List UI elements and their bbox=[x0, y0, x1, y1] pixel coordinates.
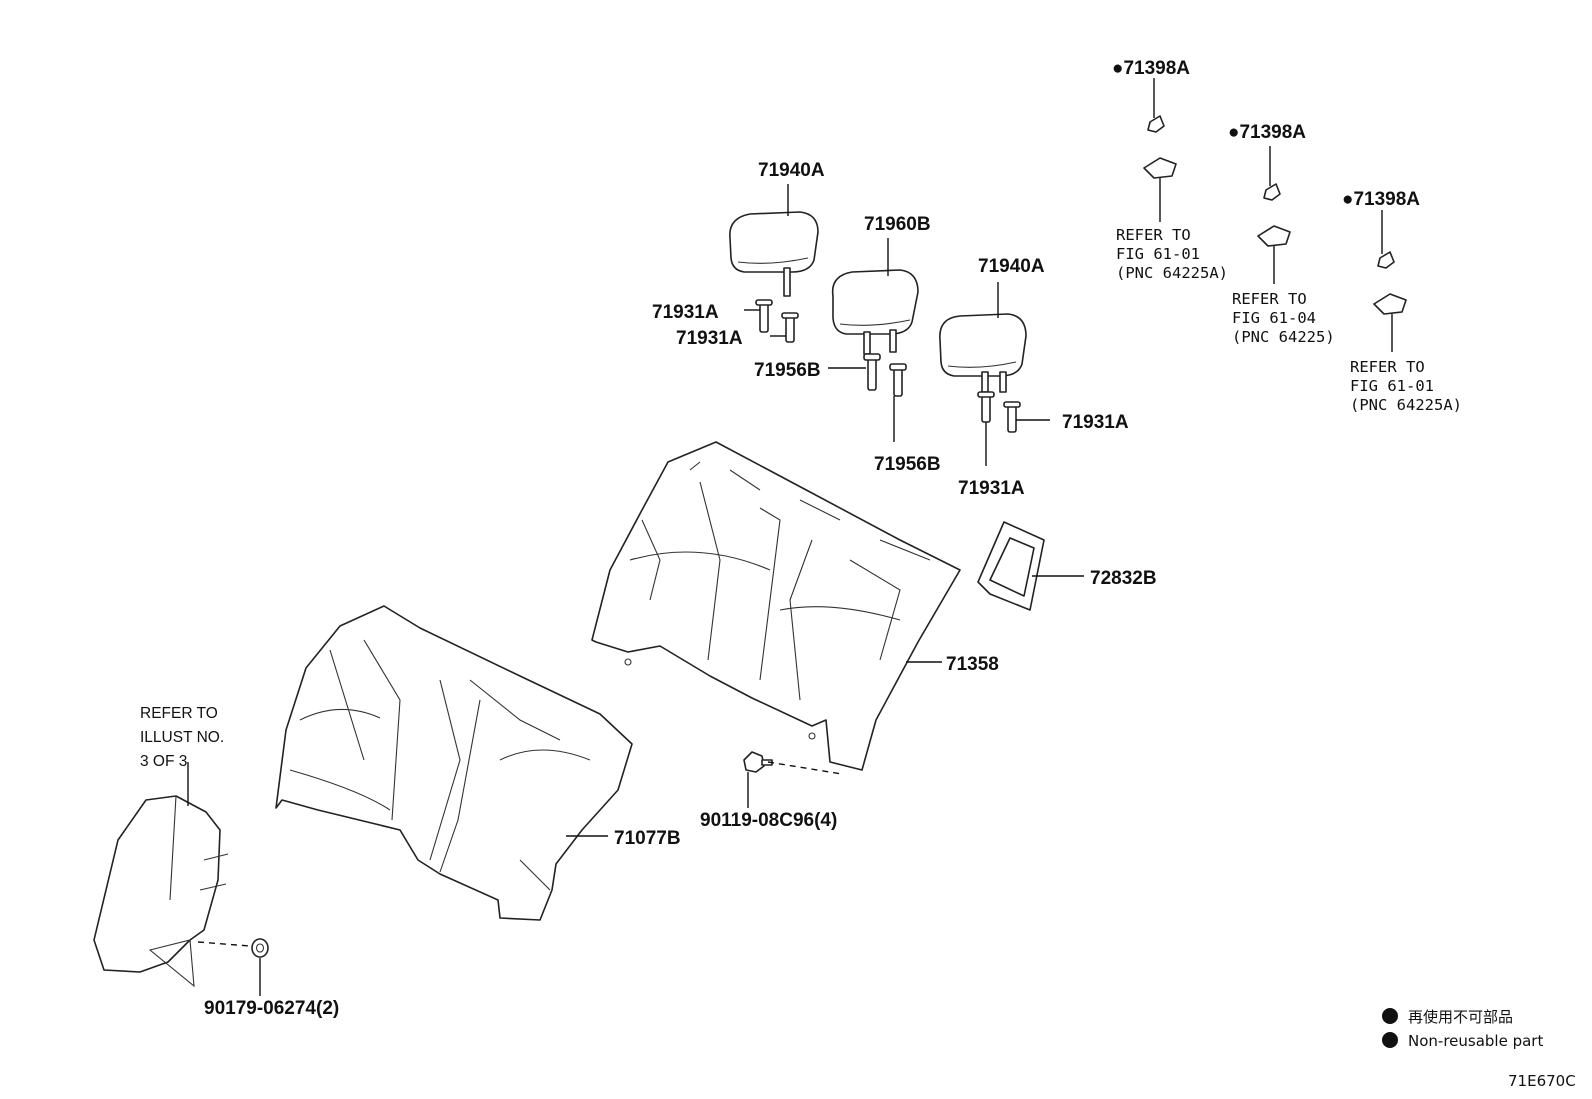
svg-text:REFER TO: REFER TO bbox=[1116, 226, 1191, 244]
support-71956b-1[interactable] bbox=[863, 353, 881, 391]
guide-71931a-1[interactable] bbox=[755, 299, 773, 333]
bolt-90119[interactable] bbox=[743, 751, 773, 773]
label-71956b-1[interactable]: 71956B bbox=[754, 360, 821, 381]
label-71931a-3[interactable]: 71931A bbox=[1062, 412, 1129, 433]
headrest-right[interactable] bbox=[939, 313, 1027, 393]
clip-71398a-3[interactable] bbox=[1373, 251, 1407, 315]
refer-note-a: REFER TO FIG 61-01 (PNC 64225A) bbox=[1116, 226, 1228, 282]
svg-text:FIG 61-01: FIG 61-01 bbox=[1350, 377, 1434, 395]
svg-text:(PNC 64225A): (PNC 64225A) bbox=[1116, 264, 1228, 282]
label-72832b[interactable]: 72832B bbox=[1090, 568, 1157, 589]
part-labels: ●71398A ●71398A ●71398A 71940A 71960B 71… bbox=[204, 58, 1420, 1019]
svg-text:REFER TO: REFER TO bbox=[140, 705, 218, 722]
refer-note-illust: REFER TO ILLUST NO. 3 OF 3 bbox=[140, 705, 224, 770]
label-71077b[interactable]: 71077B bbox=[614, 828, 681, 849]
svg-text:ILLUST NO.: ILLUST NO. bbox=[140, 729, 224, 746]
guide-71931a-3[interactable] bbox=[977, 391, 995, 423]
guide-71931a-4[interactable] bbox=[1003, 401, 1021, 433]
legend-jp: 再使用不可部品 bbox=[1408, 1008, 1513, 1026]
svg-text:FIG 61-01: FIG 61-01 bbox=[1116, 245, 1200, 263]
label-71960b[interactable]: 71960B bbox=[864, 214, 931, 235]
legend: 再使用不可部品 Non-reusable part bbox=[1382, 1008, 1543, 1050]
armrest-assembly[interactable] bbox=[93, 795, 229, 988]
label-71398a-1[interactable]: ●71398A bbox=[1112, 58, 1190, 79]
svg-text:3 OF 3: 3 OF 3 bbox=[140, 753, 187, 770]
clip-71398a-1[interactable] bbox=[1143, 115, 1177, 179]
refer-note-b: REFER TO FIG 61-04 (PNC 64225) bbox=[1232, 290, 1335, 346]
non-reusable-dot-icon bbox=[1382, 1032, 1398, 1048]
svg-text:REFER TO: REFER TO bbox=[1232, 290, 1307, 308]
seatback-71077b[interactable] bbox=[275, 605, 633, 921]
svg-text:REFER TO: REFER TO bbox=[1350, 358, 1425, 376]
label-71358[interactable]: 71358 bbox=[946, 654, 999, 675]
legend-en: Non-reusable part bbox=[1408, 1032, 1543, 1050]
refer-note-c: REFER TO FIG 61-01 (PNC 64225A) bbox=[1350, 358, 1462, 414]
support-71956b-2[interactable] bbox=[889, 363, 907, 397]
non-reusable-dot-icon bbox=[1382, 1008, 1398, 1024]
label-71956b-2[interactable]: 71956B bbox=[874, 454, 941, 475]
label-71940a-2[interactable]: 71940A bbox=[978, 256, 1045, 277]
guide-71931a-2[interactable] bbox=[781, 312, 799, 343]
clip-71398a-2[interactable] bbox=[1257, 183, 1291, 247]
figure-id: 71E670C bbox=[1508, 1072, 1576, 1090]
label-90119[interactable]: 90119-08C96(4) bbox=[700, 810, 837, 831]
label-71398a-2[interactable]: ●71398A bbox=[1228, 122, 1306, 143]
svg-text:FIG 61-04: FIG 61-04 bbox=[1232, 309, 1316, 327]
label-71931a-2[interactable]: 71931A bbox=[676, 328, 743, 349]
nut-90179[interactable] bbox=[251, 938, 269, 958]
label-71931a-1[interactable]: 71931A bbox=[652, 302, 719, 323]
label-71398a-3[interactable]: ●71398A bbox=[1342, 189, 1420, 210]
seatback-cover-71358[interactable] bbox=[591, 441, 961, 771]
headrest-center[interactable] bbox=[831, 269, 919, 355]
leader-lines bbox=[187, 78, 1393, 996]
svg-text:(PNC 64225): (PNC 64225) bbox=[1232, 328, 1335, 346]
svg-text:(PNC 64225A): (PNC 64225A) bbox=[1350, 396, 1462, 414]
label-90179[interactable]: 90179-06274(2) bbox=[204, 998, 339, 1019]
label-71931a-4[interactable]: 71931A bbox=[958, 478, 1025, 499]
bracket-72832b[interactable] bbox=[977, 521, 1045, 611]
label-71940a-1[interactable]: 71940A bbox=[758, 160, 825, 181]
headrest-left[interactable] bbox=[729, 211, 819, 297]
